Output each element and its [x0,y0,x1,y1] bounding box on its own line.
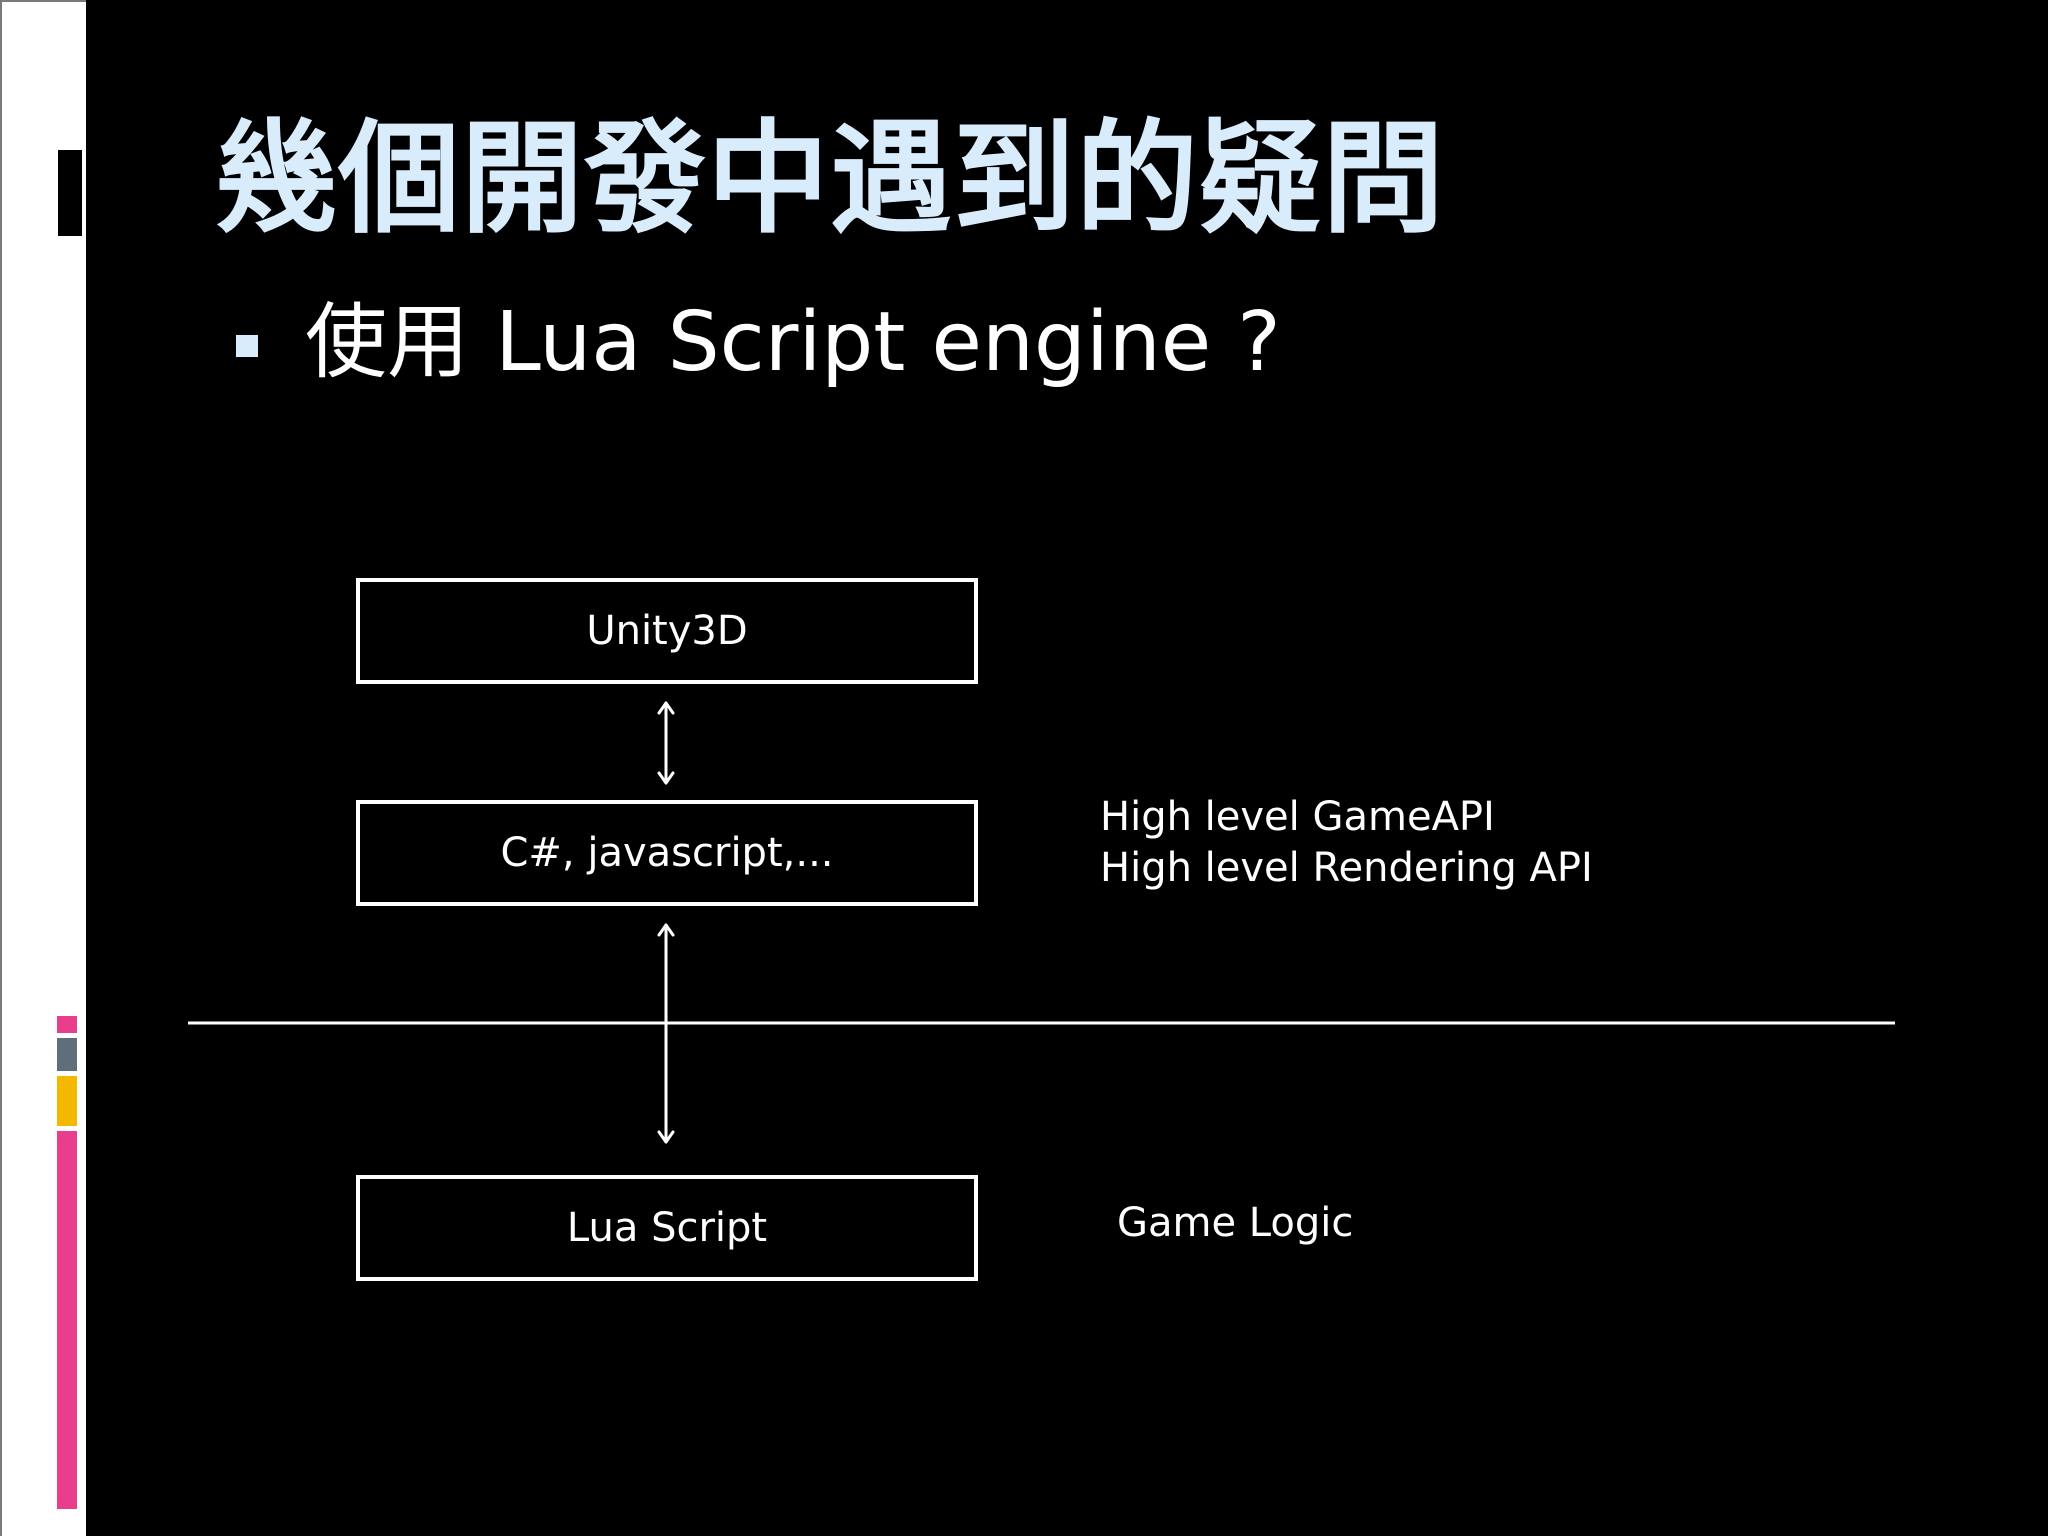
arrow-csharp-to-lua [657,923,675,1144]
frame-border-left [0,0,2,1536]
layer-label-unity3d: Unity3D [586,608,748,654]
page-title: 幾個開發中遇到的疑問 [215,108,1445,250]
layer-box-csharp-javascript: C#, javascript,... [356,800,978,906]
accent-strip-pink-small [57,1016,77,1033]
accent-strip-slate [57,1038,77,1071]
accent-strip-gold [57,1076,77,1126]
arrow-unity-to-csharp [657,701,675,785]
accent-strip-black [58,150,82,236]
layer-box-lua-script: Lua Script [356,1175,978,1281]
accent-strip-pink-tall [57,1131,77,1509]
note-high-level-api: High level GameAPI High level Rendering … [1100,792,1593,894]
note-high-level-gameapi: High level GameAPI [1100,794,1495,840]
note-high-level-rendering-api: High level Rendering API [1100,845,1593,891]
layer-label-lua-script: Lua Script [566,1205,768,1251]
note-game-logic: Game Logic [1117,1200,1354,1246]
layer-box-unity3d: Unity3D [356,578,978,684]
bullet-marker [236,335,258,357]
layer-label-csharp-javascript: C#, javascript,... [500,830,834,876]
bullet-text: 使用 Lua Script engine ? [305,295,1281,390]
